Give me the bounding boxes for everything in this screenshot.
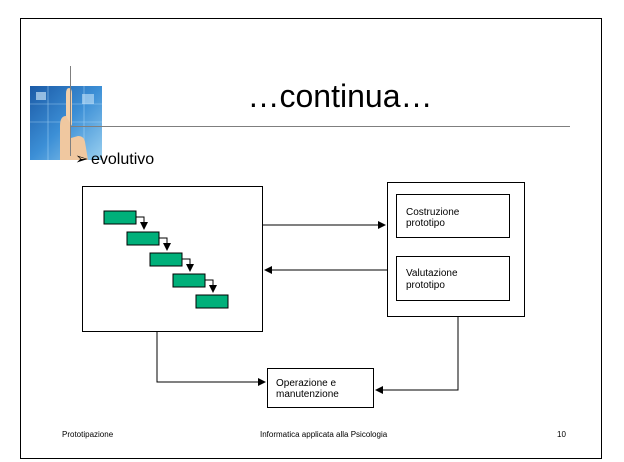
bullet-item: ➢evolutivo xyxy=(75,149,154,169)
waterfall-step-4 xyxy=(172,273,217,293)
waterfall-step-5 xyxy=(195,294,229,309)
slide-title: …continua… xyxy=(247,78,433,114)
title-vertical-rule xyxy=(70,66,71,156)
arrow-waterfall-to-operation xyxy=(156,332,266,386)
title-horizontal-rule xyxy=(70,126,570,127)
waterfall-steps xyxy=(103,210,229,309)
operation-box xyxy=(267,368,374,408)
touchscreen-hand-icon xyxy=(30,86,102,160)
evaluation-label-line2: prototipo xyxy=(406,280,445,291)
footer-left: Prototipazione xyxy=(62,430,114,439)
construction-box xyxy=(396,194,510,238)
waterfall-step-2 xyxy=(126,231,171,251)
page-number: 10 xyxy=(557,430,566,439)
construction-label-line1: Costruzione xyxy=(406,207,460,218)
footer-center: Informatica applicata alla Psicologia xyxy=(260,430,388,439)
bullet-text: evolutivo xyxy=(91,151,155,168)
waterfall-step-1 xyxy=(103,210,148,230)
operation-label-line1: Operazione e xyxy=(276,378,337,389)
construction-label-line2: prototipo xyxy=(406,218,445,229)
evaluation-label-line1: Valutazione xyxy=(406,268,458,279)
evaluation-box xyxy=(396,256,510,301)
operation-label-line2: manutenzione xyxy=(276,389,339,400)
bullet-arrow-icon: ➢ xyxy=(75,151,89,168)
arrow-cycle-to-operation xyxy=(375,317,459,394)
waterfall-step-3 xyxy=(149,252,194,272)
